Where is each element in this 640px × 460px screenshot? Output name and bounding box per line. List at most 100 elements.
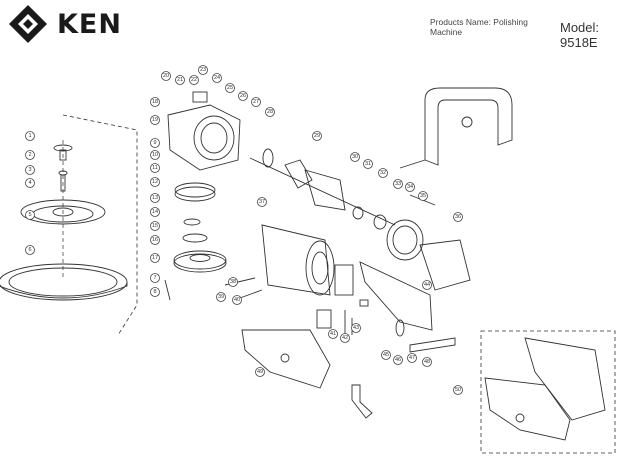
callout-25: 25 <box>225 83 235 93</box>
armature <box>249 148 396 230</box>
callout-6: 6 <box>25 245 35 255</box>
product-name: Products Name: Polishing Machine <box>430 17 528 37</box>
polishing-pad-group <box>0 144 128 301</box>
callout-2: 2 <box>25 150 35 160</box>
svg-text:47: 47 <box>409 355 415 361</box>
callout-19: 19 <box>150 115 160 125</box>
svg-text:2: 2 <box>28 152 31 158</box>
callout-44: 44 <box>422 280 432 290</box>
callout-17: 17 <box>150 253 160 263</box>
callout-48: 48 <box>422 357 432 367</box>
svg-text:3: 3 <box>28 167 31 173</box>
svg-text:22: 22 <box>191 77 197 83</box>
callout-50: 50 <box>453 385 463 395</box>
diamond-logo-icon <box>9 5 47 43</box>
svg-text:14: 14 <box>152 209 158 215</box>
svg-text:13: 13 <box>152 195 158 201</box>
callout-13: 13 <box>150 193 160 203</box>
callout-15: 15 <box>150 221 160 231</box>
svg-text:10: 10 <box>152 152 158 158</box>
svg-text:39: 39 <box>218 294 224 300</box>
svg-text:27: 27 <box>253 99 259 105</box>
svg-text:18: 18 <box>152 99 158 105</box>
brush-screws <box>224 159 436 299</box>
svg-text:25: 25 <box>227 85 233 91</box>
svg-text:9: 9 <box>153 140 156 146</box>
svg-text:49: 49 <box>257 369 263 375</box>
hex-key <box>351 384 373 419</box>
motor-housing <box>261 224 335 296</box>
rear-handle <box>241 261 433 389</box>
callout-16: 16 <box>150 235 160 245</box>
svg-text:31: 31 <box>365 161 371 167</box>
brand-logo: KEN <box>8 4 122 44</box>
svg-text:19: 19 <box>152 117 158 123</box>
callout-11: 11 <box>150 163 160 173</box>
gear-housing <box>167 91 241 171</box>
svg-text:8: 8 <box>153 289 156 295</box>
svg-text:4: 4 <box>28 180 31 186</box>
svg-text:50: 50 <box>455 387 461 393</box>
stator <box>386 219 471 291</box>
svg-text:21: 21 <box>177 77 183 83</box>
model-number: Model: 9518E <box>560 20 600 50</box>
callout-49: 49 <box>255 367 265 377</box>
svg-text:41: 41 <box>330 331 336 337</box>
svg-text:20: 20 <box>163 73 169 79</box>
svg-text:7: 7 <box>153 275 156 281</box>
callout-47: 47 <box>407 353 417 363</box>
svg-text:24: 24 <box>214 75 220 81</box>
svg-text:38: 38 <box>230 279 236 285</box>
callout-4: 4 <box>25 178 35 188</box>
d-handle <box>424 87 513 166</box>
callout-28: 28 <box>265 107 275 117</box>
callout-5: 5 <box>25 210 35 220</box>
callout-20: 20 <box>161 71 171 81</box>
callout-8: 8 <box>150 287 160 297</box>
callout-3: 3 <box>25 165 35 175</box>
callout-45: 45 <box>381 350 391 360</box>
svg-text:26: 26 <box>240 93 246 99</box>
svg-text:37: 37 <box>259 199 265 205</box>
callout-42: 42 <box>340 333 350 343</box>
callout-37: 37 <box>257 197 267 207</box>
callout-21: 21 <box>175 75 185 85</box>
callout-32: 32 <box>378 168 388 178</box>
callout-41: 41 <box>328 329 338 339</box>
svg-text:17: 17 <box>152 255 158 261</box>
callout-30: 30 <box>350 152 360 162</box>
callout-29: 29 <box>312 131 322 141</box>
callout-18: 18 <box>150 97 160 107</box>
callout-38: 38 <box>228 277 238 287</box>
svg-text:23: 23 <box>200 67 206 73</box>
svg-text:46: 46 <box>395 357 401 363</box>
svg-text:11: 11 <box>152 165 158 171</box>
spindle-gear-parts <box>164 182 227 301</box>
inset-handle-assembly <box>484 337 606 441</box>
svg-text:34: 34 <box>407 184 413 190</box>
callout-40: 40 <box>232 295 242 305</box>
assembly-leader-line <box>62 114 138 336</box>
svg-text:30: 30 <box>352 154 358 160</box>
svg-text:12: 12 <box>152 179 158 185</box>
callout-14: 14 <box>150 207 160 217</box>
svg-text:36: 36 <box>455 214 461 220</box>
callout-12: 12 <box>150 177 160 187</box>
svg-text:33: 33 <box>395 181 401 187</box>
svg-text:28: 28 <box>267 109 273 115</box>
brand-name: KEN <box>57 8 122 40</box>
svg-text:1: 1 <box>28 133 31 139</box>
svg-text:6: 6 <box>28 247 31 253</box>
svg-text:32: 32 <box>380 170 386 176</box>
callout-43: 43 <box>351 323 361 333</box>
switch-parts <box>316 264 456 353</box>
svg-text:29: 29 <box>314 133 320 139</box>
svg-text:5: 5 <box>28 212 31 218</box>
svg-text:48: 48 <box>424 359 430 365</box>
callout-22: 22 <box>189 75 199 85</box>
svg-text:35: 35 <box>420 193 426 199</box>
callout-46: 46 <box>393 355 403 365</box>
callout-27: 27 <box>251 97 261 107</box>
